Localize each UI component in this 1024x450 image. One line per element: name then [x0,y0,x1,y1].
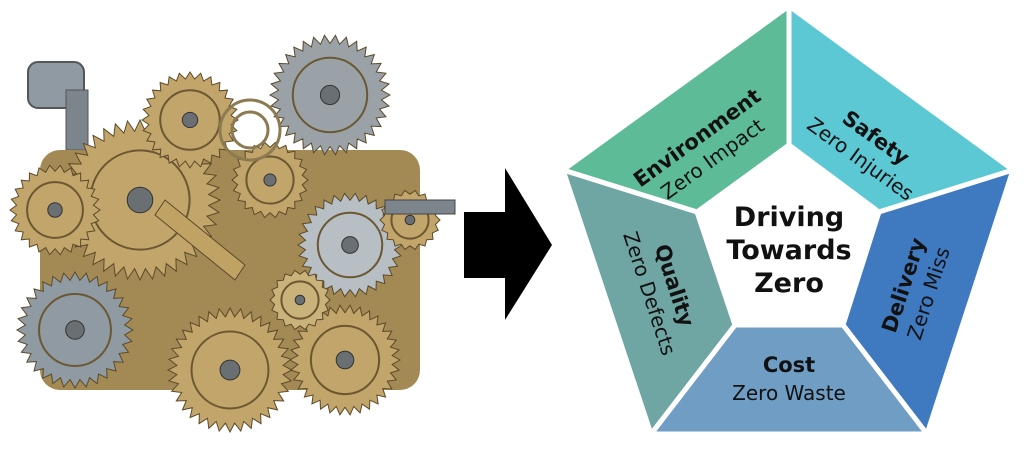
gears-clockwork-icon [9,34,456,434]
center-line-3: Zero [754,268,824,299]
center-pentagon [697,145,879,325]
right-arrow-icon [464,168,552,320]
center-line-1: Driving [734,202,844,233]
center-line-2: Towards [726,235,851,266]
cost-title: Cost [763,353,815,377]
label-cost: Cost Zero Waste [732,353,846,405]
cost-subtitle: Zero Waste [732,381,846,405]
